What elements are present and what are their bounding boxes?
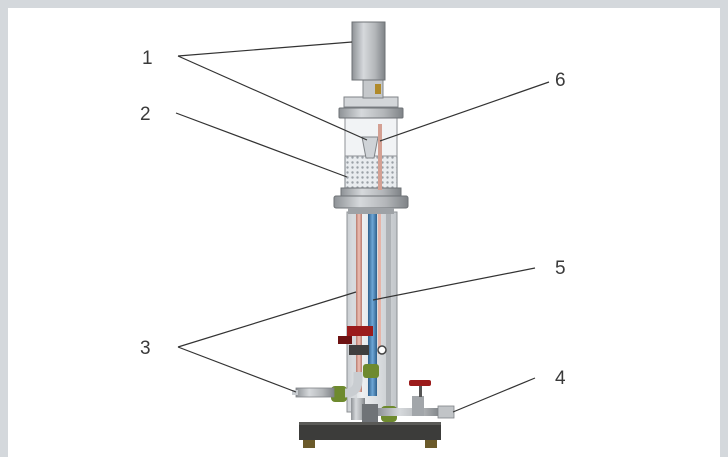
leader-4 [452,377,536,413]
leader-6 [379,81,550,142]
label-6: 6 [555,70,566,91]
leader-3b [177,346,297,393]
label-3: 3 [140,338,151,359]
base-plate [299,422,441,448]
leader-5 [372,267,536,301]
packed-bed [340,152,402,197]
leader-lines [175,41,550,413]
mid-valve [338,326,387,355]
leader-1a [177,41,353,57]
leader-1b [177,55,368,141]
upper-chamber [344,115,398,190]
drive-assembly [338,21,404,119]
heating-tube [356,214,362,392]
lower-flange [333,195,409,214]
sample-tube [368,196,377,396]
label-4: 4 [555,368,566,389]
label-1: 1 [142,48,153,69]
label-5: 5 [555,258,566,279]
inlet-pipe [292,372,378,422]
leader-3a [177,291,357,348]
outlet-valve [378,380,455,419]
leader-2 [175,112,348,178]
label-2: 2 [140,104,151,125]
